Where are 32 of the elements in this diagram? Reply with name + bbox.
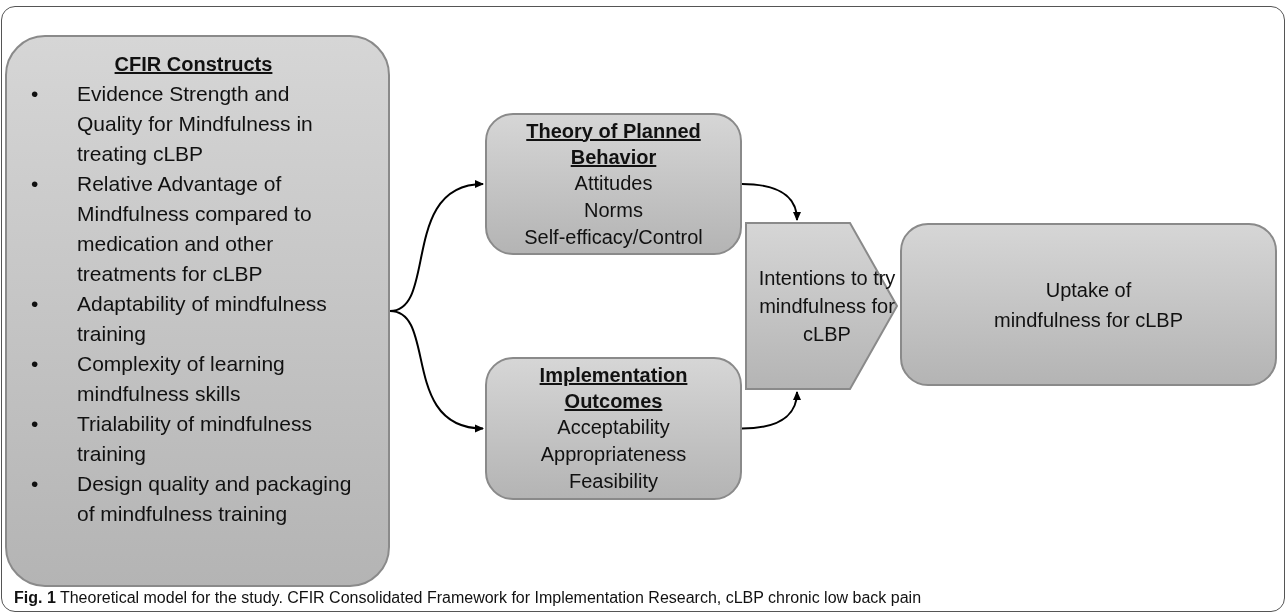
theory-box (485, 113, 742, 255)
bullet-item: Complexity of learning mindfulness skills (77, 351, 286, 407)
bullet-mark: • (31, 171, 40, 197)
box-heading: CFIR Constructs (113, 52, 274, 77)
box-item: Norms (584, 197, 643, 223)
bullet-item: Trialability of mindfulness training (77, 411, 313, 467)
box-item: Self-efficacy/Control (524, 224, 703, 250)
arrow (741, 183, 801, 221)
box-heading: Implementation Outcomes (538, 363, 689, 414)
outcome-box (900, 223, 1277, 386)
bullet-item: Relative Advantage of Mindfulness compared to medication and other treatments for cLBP (77, 171, 313, 287)
bullet-mark: • (31, 81, 40, 107)
bullet-mark: • (31, 291, 40, 317)
arrow (741, 391, 801, 430)
figure-caption: Fig. 1 Theoretical model for the study. CFIR Consolidated Framework for Implementation Research, cLBP chronic low back pain (14, 588, 922, 608)
box-item: Appropriateness (540, 442, 687, 467)
construct-box (5, 35, 390, 587)
bullet-item: Adaptability of mindfulness training (77, 291, 328, 347)
node-text: Intentions to try mindfulness for cLBP (757, 266, 897, 347)
bullet-item: Design quality and packaging of mindfulness training (77, 471, 353, 527)
node-text: Uptake of mindfulness for cLBP (993, 277, 1184, 333)
pentagon-arrow-shape (745, 222, 898, 390)
box-item: Acceptability (557, 415, 670, 440)
box-heading: Theory of Planned Behavior (525, 118, 702, 170)
box-item: Feasibility (569, 469, 658, 494)
bullet-mark: • (31, 471, 40, 497)
box-item: Attitudes (574, 170, 653, 196)
bullet-item: Evidence Strength and Quality for Mindfulness in treating cLBP (77, 81, 314, 167)
bullet-mark: • (31, 411, 40, 437)
arrow (389, 310, 484, 432)
theory-box (485, 357, 742, 500)
bullet-mark: • (31, 351, 40, 377)
